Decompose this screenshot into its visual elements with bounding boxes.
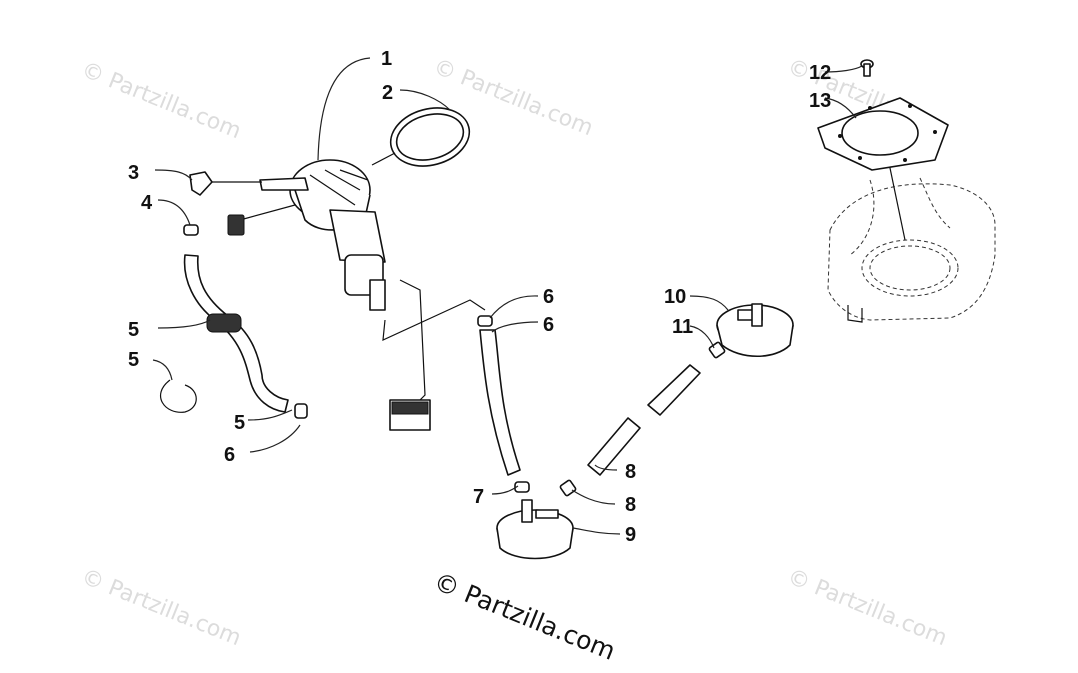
- callout-5-left: 4: [141, 192, 153, 214]
- callout-11: 3: [128, 162, 139, 184]
- watermark-top-left: © Partzilla.com: [78, 57, 245, 144]
- watermark-bottom-left: © Partzilla.com: [78, 564, 245, 651]
- callout-12: 5: [128, 319, 139, 341]
- hose-clip: [159, 379, 197, 413]
- screw: [860, 59, 874, 77]
- callout-labels: 1 2 3 4 5 5 5 6 6 6 7 8 8 9 10 11 12 13 …: [128, 48, 831, 546]
- callout-8-upper: 11: [672, 316, 693, 338]
- callout-7: 9: [625, 524, 636, 546]
- callout-14: 6: [224, 444, 235, 466]
- callout-1: 12: [809, 62, 831, 84]
- watermark-main: © Partzilla.com: [430, 567, 620, 666]
- hose-6-center: [477, 315, 530, 493]
- watermark-bottom-right: © Partzilla.com: [784, 564, 951, 651]
- elbow-fitting: [189, 171, 262, 196]
- callout-6-left: 5: [234, 412, 245, 434]
- callout-3: 1: [381, 48, 392, 70]
- callout-5-lower: 7: [473, 486, 484, 508]
- callout-10: 10: [664, 286, 686, 308]
- callout-5-center: 6: [543, 286, 554, 308]
- o-ring: [371, 107, 471, 167]
- callout-6-center: 6: [543, 314, 554, 336]
- fuel-pump-assembly: [227, 159, 486, 431]
- pickup-filter-lower: [496, 499, 574, 560]
- hose-9: [559, 341, 726, 497]
- callout-2: 13: [809, 90, 831, 112]
- callout-13: 5: [128, 349, 139, 371]
- leader-lines: [152, 57, 863, 535]
- callout-4: 2: [382, 82, 393, 104]
- mounting-gasket: [817, 97, 949, 171]
- watermarks: © Partzilla.com © Partzilla.com © Partzi…: [78, 54, 951, 651]
- callout-9: 8: [625, 461, 636, 483]
- callout-8-lower: 8: [625, 494, 636, 516]
- hose-12: [183, 224, 308, 419]
- pickup-filter-upper: [716, 303, 794, 357]
